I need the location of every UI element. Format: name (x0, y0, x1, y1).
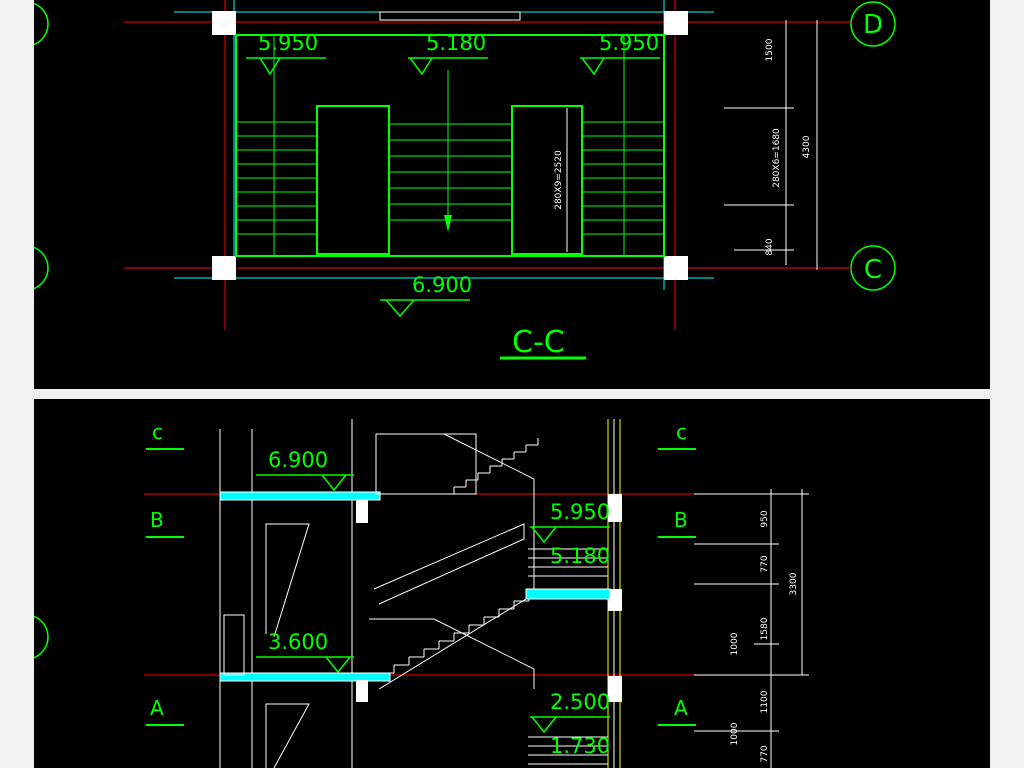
dim-5: 1100 (760, 690, 770, 713)
parapet (375, 433, 477, 495)
landing-treads (528, 548, 608, 765)
grid-label-b-right: B (674, 508, 688, 532)
column-top-left (212, 11, 236, 35)
elevation-right: 5.950 (599, 31, 659, 55)
axis-circle-left-bottom (34, 246, 49, 290)
elev-landing-top2: 5.180 (550, 544, 610, 568)
elevation-center: 5.180 (426, 31, 486, 55)
stair-well-left (316, 105, 390, 255)
grid-label-a-right: A (674, 696, 688, 720)
stair-treads (236, 35, 664, 256)
dim-2: 280X6=1680 (772, 128, 782, 188)
stair-plan-drawing: D C 5.950 5.180 5.950 6.900 C-C 280X9=25… (34, 0, 896, 360)
beam-mid (356, 680, 368, 702)
dim-3: 1580 (760, 617, 770, 640)
landing-slab (525, 588, 611, 600)
column-right-mid (608, 676, 622, 702)
column-right-landing (608, 589, 622, 611)
dim-1: 1500 (765, 38, 775, 61)
axis-circle-d (850, 1, 896, 47)
elev-landing-low-marker (530, 716, 610, 734)
axis-label-c: C (864, 255, 882, 285)
column-bottom-left (212, 256, 236, 280)
elevation-marker-right (580, 57, 660, 76)
dim-total: 3300 (789, 572, 799, 595)
slab-top (219, 491, 381, 501)
elevation-marker-center (408, 57, 488, 76)
elevation-bottom: 6.900 (412, 273, 472, 297)
column-bottom-right (664, 256, 688, 280)
stair-soffit-lower (378, 598, 527, 690)
window-left (223, 614, 245, 676)
elev-landing-top: 5.950 (550, 500, 610, 524)
dim-flight: 280X9=2520 (554, 150, 564, 210)
window-top (379, 11, 521, 21)
dim-total: 4300 (802, 135, 812, 158)
axis-circle-left-top (34, 2, 49, 46)
elev-top: 6.900 (268, 448, 328, 472)
grid-label-a-left: A (150, 696, 164, 720)
elev-mid: 3.600 (268, 630, 328, 654)
stair-flights (378, 438, 539, 690)
dim-6: 1000 (730, 722, 740, 745)
dim-2: 770 (760, 555, 770, 572)
axis-label-d: D (863, 10, 883, 40)
stair-section-panel: c B A c B A 6.900 3.600 5.950 5.180 2.50… (34, 399, 990, 768)
flight-upper-underside (373, 523, 525, 605)
column-right-top (608, 494, 622, 522)
elevation-marker-left (246, 57, 326, 76)
dim-7: 770 (760, 745, 770, 762)
elev-landing-top-marker (530, 526, 610, 544)
stair-well-right (511, 105, 583, 255)
elev-landing-low2: 1.730 (550, 734, 610, 758)
stair-plan-panel: D C 5.950 5.180 5.950 6.900 C-C 280X9=25… (34, 0, 990, 389)
elevation-marker-bottom (380, 299, 470, 318)
door-left-lower (265, 703, 310, 768)
grid-label-b-left: B (150, 508, 164, 532)
section-title: C-C (512, 325, 565, 360)
dim-1: 950 (760, 510, 770, 527)
handrail-mid (369, 618, 535, 689)
walk-arrow (444, 215, 452, 232)
elevation-left: 5.950 (258, 31, 318, 55)
elev-landing-low: 2.500 (550, 690, 610, 714)
elev-mid-marker (256, 656, 354, 674)
door-left-upper (265, 523, 310, 638)
column-top-right (664, 11, 688, 35)
beam-top (356, 499, 368, 523)
grid-label-c-right: c (676, 420, 687, 444)
dim-3: 840 (765, 238, 775, 255)
axis-circle-left (34, 615, 49, 659)
dim-4: 1000 (730, 632, 740, 655)
slab-mid (219, 672, 391, 682)
stair-enclosure (235, 34, 665, 257)
elev-top-marker (256, 474, 354, 492)
stair-section-drawing: c B A c B A 6.900 3.600 5.950 5.180 2.50… (34, 419, 809, 768)
handrail-upper (443, 433, 535, 589)
grid-label-c-left: c (152, 420, 163, 444)
